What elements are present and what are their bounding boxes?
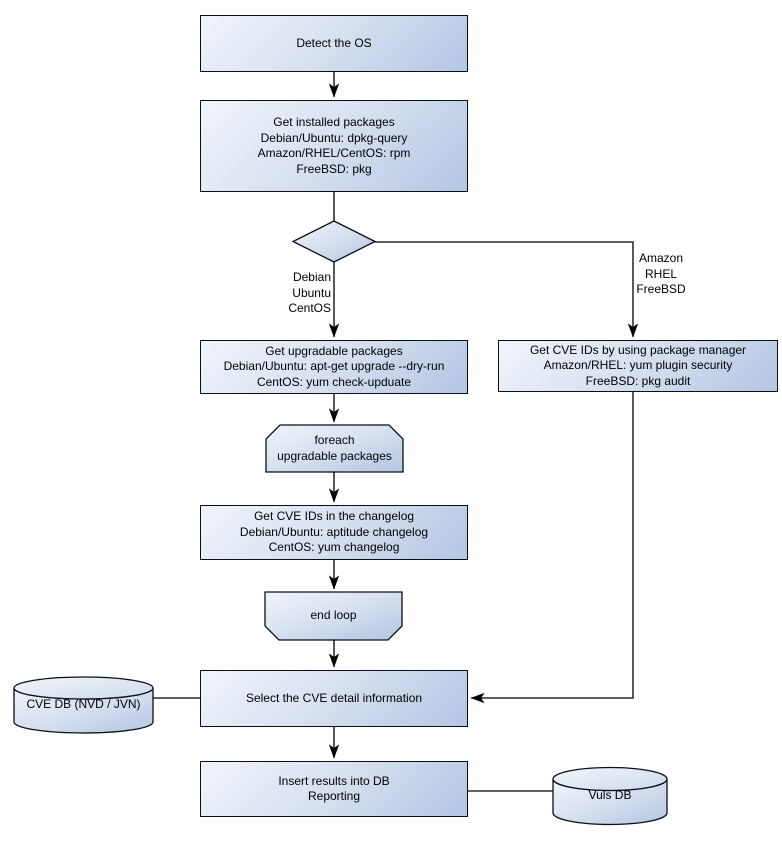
- node-detect-os: Detect the OS: [200, 15, 468, 72]
- node-get-upgradable-packages: Get upgradable packages Debian/Ubuntu: a…: [200, 340, 468, 394]
- node-insert-results: Insert results into DB Reporting: [200, 761, 468, 817]
- edge-package-manager-to-select: [470, 392, 634, 704]
- node-foreach-label: foreach upgradable packages: [277, 433, 392, 463]
- node-get-installed-packages: Get installed packages Debian/Ubuntu: dp…: [200, 100, 468, 192]
- node-cve-db-label: CVE DB (NVD / JVN): [26, 697, 141, 712]
- node-get-cve-ids-package-manager: Get CVE IDs by using package manager Ama…: [498, 340, 778, 392]
- node-endloop-label: end loop: [310, 608, 357, 623]
- node-vuls-db-label: Vuls DB: [588, 788, 632, 803]
- node-get-cve-ids-changelog: Get CVE IDs in the changelog Debian/Ubun…: [200, 505, 468, 560]
- edge-decision-to-package-manager: [375, 241, 639, 338]
- branch-label-debian-ubuntu-centos: Debian Ubuntu CentOS: [288, 270, 331, 315]
- branch-label-amazon-rhel-freebsd: Amazon RHEL FreeBSD: [636, 251, 686, 296]
- node-select-cve-detail: Select the CVE detail information: [200, 670, 468, 727]
- node-os-decision-diamond: [291, 220, 377, 263]
